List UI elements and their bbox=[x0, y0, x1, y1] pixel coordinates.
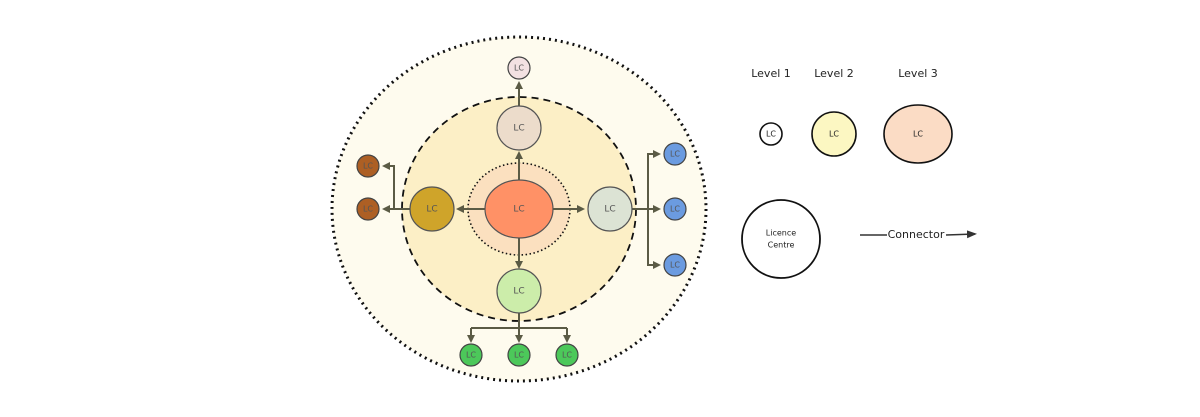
left-level1-node-upper[interactable]: LC bbox=[356, 154, 380, 178]
legend-level2-node-label: LC bbox=[829, 130, 839, 139]
legend-level1-node-label: LC bbox=[766, 130, 776, 139]
connector-right-to-lower bbox=[647, 209, 661, 269]
legend-licence-centre: Licence Centre bbox=[741, 199, 821, 279]
left-level1-node-upper-label: LC bbox=[363, 162, 373, 171]
left-level1-node-lower[interactable]: LC bbox=[356, 197, 380, 221]
center-node-label: LC bbox=[513, 205, 524, 215]
right-level1-node-upper-label: LC bbox=[670, 150, 680, 159]
center-node[interactable]: LC bbox=[484, 179, 554, 239]
bottom-level1-node-middle[interactable]: LC bbox=[507, 343, 531, 367]
connector-right-to-upper bbox=[647, 150, 661, 209]
legend-level2-node: LC bbox=[811, 111, 857, 157]
legend: Level 1 Level 2 Level 3 LC LC LC Licence… bbox=[741, 67, 977, 279]
top-level1-node[interactable]: LC bbox=[507, 56, 531, 80]
right-level1-node-lower-label: LC bbox=[670, 261, 680, 270]
legend-connector: Connector bbox=[860, 228, 977, 241]
top-level2-node-label: LC bbox=[513, 124, 524, 134]
bottom-level2-node-label: LC bbox=[513, 287, 524, 297]
left-level1-node-lower-label: LC bbox=[363, 205, 373, 214]
legend-licence-centre-line2: Centre bbox=[768, 241, 795, 250]
bottom-level1-node-right[interactable]: LC bbox=[555, 343, 579, 367]
legend-connector-label: Connector bbox=[888, 228, 945, 241]
top-level1-node-label: LC bbox=[514, 64, 524, 73]
legend-level1-node: LC bbox=[759, 122, 783, 146]
bottom-level1-node-left[interactable]: LC bbox=[459, 343, 483, 367]
right-level1-node-middle[interactable]: LC bbox=[663, 197, 687, 221]
right-level1-node-upper[interactable]: LC bbox=[663, 142, 687, 166]
bottom-level1-node-middle-label: LC bbox=[514, 351, 524, 360]
legend-level1-title: Level 1 bbox=[751, 67, 791, 80]
bottom-level1-node-right-label: LC bbox=[562, 351, 572, 360]
bottom-level1-node-left-label: LC bbox=[466, 351, 476, 360]
top-level2-node[interactable]: LC bbox=[496, 105, 542, 151]
legend-licence-centre-line1: Licence bbox=[766, 229, 796, 238]
left-level2-node-label: LC bbox=[426, 205, 437, 215]
bottom-level2-node[interactable]: LC bbox=[496, 268, 542, 314]
left-level2-node[interactable]: LC bbox=[409, 186, 455, 232]
connector-left-to-upper bbox=[382, 162, 395, 209]
right-level1-node-middle-label: LC bbox=[670, 205, 680, 214]
right-level2-node-label: LC bbox=[604, 205, 615, 215]
legend-level3-node-label: LC bbox=[913, 130, 923, 139]
right-level2-node[interactable]: LC bbox=[587, 186, 633, 232]
legend-connector-line-right bbox=[945, 230, 977, 239]
right-level1-node-lower[interactable]: LC bbox=[663, 253, 687, 277]
legend-level3-title: Level 3 bbox=[898, 67, 938, 80]
legend-level3-node: LC bbox=[883, 104, 953, 164]
legend-level2-title: Level 2 bbox=[814, 67, 854, 80]
